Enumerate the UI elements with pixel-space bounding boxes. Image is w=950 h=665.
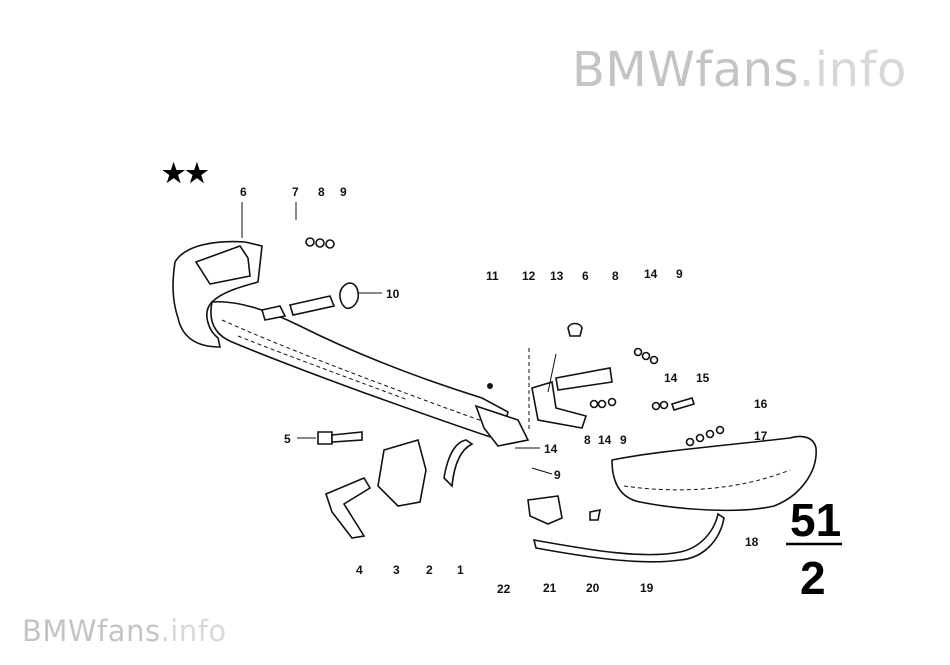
callout-label: 11 bbox=[486, 269, 499, 283]
callout-label: 4 bbox=[356, 563, 363, 577]
callout-label: 13 bbox=[550, 269, 564, 283]
section-number: 51 2 bbox=[786, 494, 842, 604]
callout-label: 8 bbox=[318, 185, 325, 199]
callout-label: 9 bbox=[620, 433, 627, 447]
callout-label: 14 bbox=[644, 267, 658, 281]
callout-label: 7 bbox=[292, 185, 299, 199]
bumper-bracket bbox=[474, 404, 530, 447]
callout-label: 12 bbox=[522, 269, 536, 283]
overrider-guard bbox=[377, 439, 427, 507]
callout-label: 15 bbox=[696, 371, 710, 385]
callout-label: 8 bbox=[584, 433, 591, 447]
callout-label: 9 bbox=[554, 468, 561, 482]
callout-label: 5 bbox=[284, 432, 291, 446]
callout-label: 20 bbox=[586, 581, 600, 595]
callout-label: 22 bbox=[497, 582, 511, 596]
clip-21 bbox=[527, 495, 563, 525]
watermark-suffix: .info bbox=[160, 614, 227, 648]
section-sub: 2 bbox=[800, 552, 826, 604]
overrider-trim bbox=[325, 476, 372, 539]
callout-label: 17 bbox=[754, 429, 768, 443]
corner-guard bbox=[194, 245, 251, 285]
callout-label: 21 bbox=[543, 581, 557, 595]
watermark-suffix: .info bbox=[799, 42, 907, 98]
bumper-buffer bbox=[567, 322, 583, 337]
rubber-plug bbox=[339, 282, 360, 310]
section-group: 51 bbox=[790, 494, 841, 546]
rubber-strip bbox=[288, 295, 336, 316]
watermark-bottom: BMWfans.info bbox=[22, 614, 227, 648]
callout-label: 19 bbox=[640, 581, 654, 595]
callout-label: 6 bbox=[582, 269, 589, 283]
clip-20 bbox=[589, 508, 602, 521]
nut-group-right bbox=[589, 347, 725, 447]
callout-label: 6 bbox=[240, 185, 247, 199]
callout-label: 9 bbox=[676, 267, 683, 281]
watermark-top: BMWfans.info bbox=[572, 42, 907, 98]
callout-label: 8 bbox=[612, 269, 619, 283]
callout-label: 9 bbox=[340, 185, 347, 199]
rubber-pad bbox=[260, 305, 287, 321]
side-bumper bbox=[611, 435, 817, 512]
mounting-arm bbox=[555, 367, 613, 391]
watermark-brand: BMWfans bbox=[22, 614, 161, 648]
callout-label: 14 bbox=[598, 433, 612, 447]
trim-strip bbox=[532, 512, 725, 563]
callout-label: 16 bbox=[754, 397, 768, 411]
nut-group-top bbox=[305, 237, 335, 249]
callout-label: 14 bbox=[544, 442, 558, 456]
bolt-5 bbox=[297, 431, 363, 445]
callout-labels: 6 7 8 9 10 11 12 13 6 8 14 9 14 15 16 17… bbox=[240, 185, 768, 596]
bolt bbox=[487, 383, 493, 389]
callout-label: 3 bbox=[393, 563, 400, 577]
callout-label: 18 bbox=[745, 535, 759, 549]
corner-strip bbox=[443, 439, 474, 488]
callout-label: 2 bbox=[426, 563, 433, 577]
watermark-brand: BMWfans bbox=[572, 42, 800, 98]
callout-label: 14 bbox=[664, 371, 678, 385]
stars-mark: ★★ bbox=[162, 158, 209, 188]
callout-label: 10 bbox=[386, 287, 400, 301]
callout-label: 1 bbox=[457, 563, 464, 577]
mounting-bracket bbox=[531, 380, 588, 429]
